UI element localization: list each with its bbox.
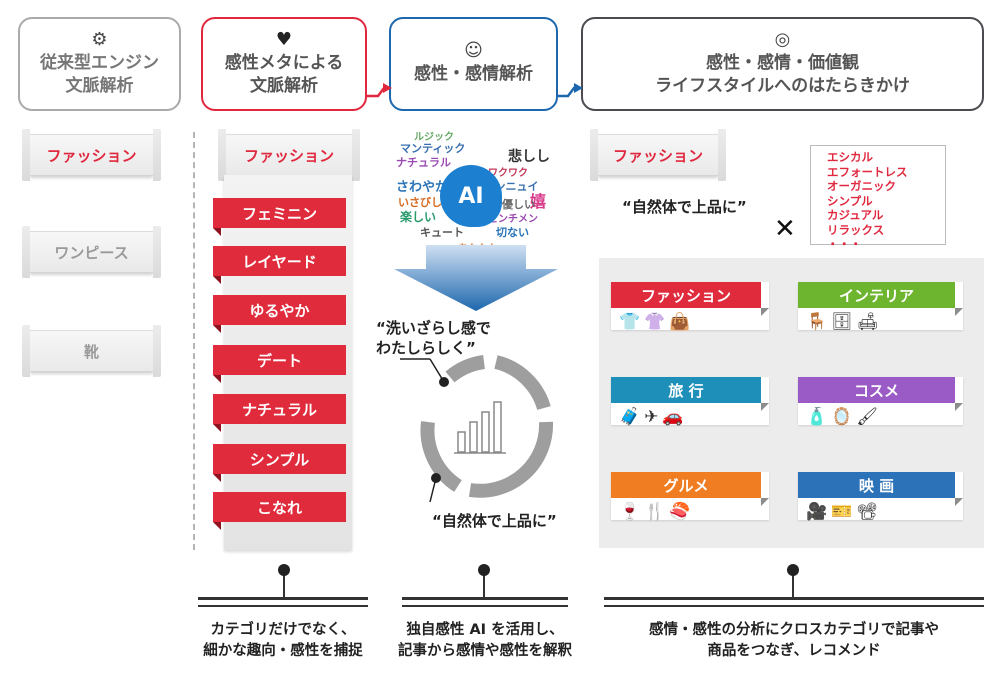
gears-icon: ⚙ xyxy=(91,29,108,51)
keyword-ribbon: フェミニン xyxy=(213,198,346,236)
header-meta-label: 感性メタによる 文脈解析 xyxy=(224,53,344,96)
style-item: リラックス xyxy=(827,222,885,237)
blue-down-arrow xyxy=(394,245,558,311)
header-lifestyle-label: 感性・感情・価値観 ライフスタイルへのはたらきかけ xyxy=(655,53,910,96)
category-card-travel: 旅 行 🧳✈🚗 xyxy=(611,377,769,427)
pin-stem-middle xyxy=(483,570,485,597)
category-label: ファッション xyxy=(611,282,769,316)
keyword-ribbon: デート xyxy=(213,345,346,383)
header-emotion-analysis: ☺ 感性・感情解析 xyxy=(389,17,558,111)
style-item: エフォートレス xyxy=(827,164,908,179)
style-item: オーガニック xyxy=(827,179,896,193)
style-item: シンプル xyxy=(827,193,873,208)
rule-right-thin xyxy=(604,605,984,607)
divider-dashed xyxy=(193,132,195,550)
style-item: ・・・ xyxy=(827,237,862,251)
category-label: 旅 行 xyxy=(611,377,769,411)
heart-icon: ♥ xyxy=(275,29,293,51)
cloud-word: いさびしい xyxy=(398,196,453,209)
tag-shoes: 靴 xyxy=(22,325,161,377)
header-emotion-label: 感性・感情解析 xyxy=(414,64,533,85)
interior-icons: 🪑🗄🛋 xyxy=(806,312,883,332)
rule-middle xyxy=(402,597,568,600)
keyword-ribbon: シンプル xyxy=(213,444,346,482)
pin-dot-left xyxy=(278,564,290,576)
cloud-word: 切ない xyxy=(496,226,529,239)
caption-middle: 独自感性 AI を活用し、 記事から感情や感性を解釈 xyxy=(398,622,572,660)
rule-right xyxy=(604,597,984,600)
pin-stem-left xyxy=(283,570,285,597)
pin-stem-right xyxy=(792,570,794,597)
brain-head-icon: ☺ xyxy=(464,40,483,62)
quote-natural-elegant: “自然体で上品に” xyxy=(622,198,747,216)
quote-natural-elegant-mid: “自然体で上品に” xyxy=(432,512,557,530)
category-card-cosmetics: コスメ 🧴🪞🖌 xyxy=(798,377,963,427)
cloud-word: 楽しい xyxy=(400,210,437,224)
cloud-word: ナチュラル xyxy=(396,156,451,169)
cloud-word: 優しい xyxy=(502,198,535,211)
category-label: インテリア xyxy=(798,282,963,316)
tag-fashion-lifestyle: ファッション xyxy=(590,129,726,181)
header-lifestyle: ◎ 感性・感情・価値観 ライフスタイルへのはたらきかけ xyxy=(581,17,984,111)
cloud-word: マンティック xyxy=(400,142,466,155)
fashion-icons: 👕👚👜 xyxy=(619,312,695,332)
cloud-word: センチメン xyxy=(488,214,538,225)
quote-washed-feel: “洗いざらし感で わたしらしく” xyxy=(376,319,491,358)
ai-badge-label: AI xyxy=(458,183,484,209)
category-label: コスメ xyxy=(798,377,963,411)
movie-icons: 🎥🎫📽 xyxy=(806,502,882,522)
ai-head-badge: AI xyxy=(440,165,502,227)
tag-fashion-traditional: ファッション xyxy=(22,129,161,181)
tag-fashion-meta: ファッション xyxy=(218,129,360,181)
category-label: グルメ xyxy=(611,472,769,506)
cloud-word: ワクワク xyxy=(488,168,528,179)
cloud-word: 悲しし xyxy=(508,149,550,165)
keyword-ribbon: ゆるやか xyxy=(213,295,346,333)
tag-onepiece: ワンピース xyxy=(22,226,161,278)
pin-dot-right xyxy=(787,564,799,576)
arrow-head-red xyxy=(383,83,392,93)
rule-middle-thin xyxy=(402,605,568,607)
style-item: カジュアル xyxy=(827,208,884,222)
cloud-word: ルジック xyxy=(414,132,454,143)
cloud-word: 嬉 xyxy=(530,192,547,211)
travel-icons: 🧳✈🚗 xyxy=(619,407,688,427)
cloud-word: さわやか xyxy=(396,180,449,195)
keyword-ribbon: レイヤード xyxy=(213,246,346,284)
category-label: 映 画 xyxy=(798,472,963,506)
category-card-gourmet: グルメ 🍷🍴🍣 xyxy=(611,472,769,522)
gourmet-icons: 🍷🍴🍣 xyxy=(619,502,695,522)
caption-left: カテゴリだけでなく、 細かな趣向・感性を捕捉 xyxy=(203,622,363,660)
cloud-word: キュート xyxy=(420,226,464,239)
category-card-movie: 映 画 🎥🎫📽 xyxy=(798,472,963,522)
cross-mark: ✕ xyxy=(774,214,796,244)
category-card-interior: インテリア 🪑🗄🛋 xyxy=(798,282,963,332)
header-traditional-label: 従来型エンジン 文脈解析 xyxy=(40,53,159,96)
header-traditional-engine: ⚙ 従来型エンジン 文脈解析 xyxy=(18,17,181,111)
style-item: エシカル xyxy=(827,150,873,164)
pin-dot-middle xyxy=(478,564,490,576)
keyword-ribbon: ナチュラル xyxy=(213,394,346,432)
flow-arrows xyxy=(366,83,583,98)
keyword-ribbon: こなれ xyxy=(213,492,346,530)
category-card-fashion: ファッション 👕👚👜 xyxy=(611,282,769,332)
target-icon: ◎ xyxy=(774,29,791,51)
header-meta-analysis: ♥ 感性メタによる 文脈解析 xyxy=(201,17,367,111)
caption-right: 感情・感性の分析にクロスカテゴリで記事や 商品をつなぎ、レコメンド xyxy=(649,622,939,660)
cosmetics-icons: 🧴🪞🖌 xyxy=(806,407,882,427)
arrow-head-blue xyxy=(574,83,583,93)
rule-left-thin xyxy=(198,605,368,607)
rule-left xyxy=(198,597,368,600)
analysis-donut-graphic xyxy=(400,355,554,503)
style-list: エシカル エフォートレス オーガニック シンプル カジュアル リラックス ・・・ xyxy=(810,145,946,251)
